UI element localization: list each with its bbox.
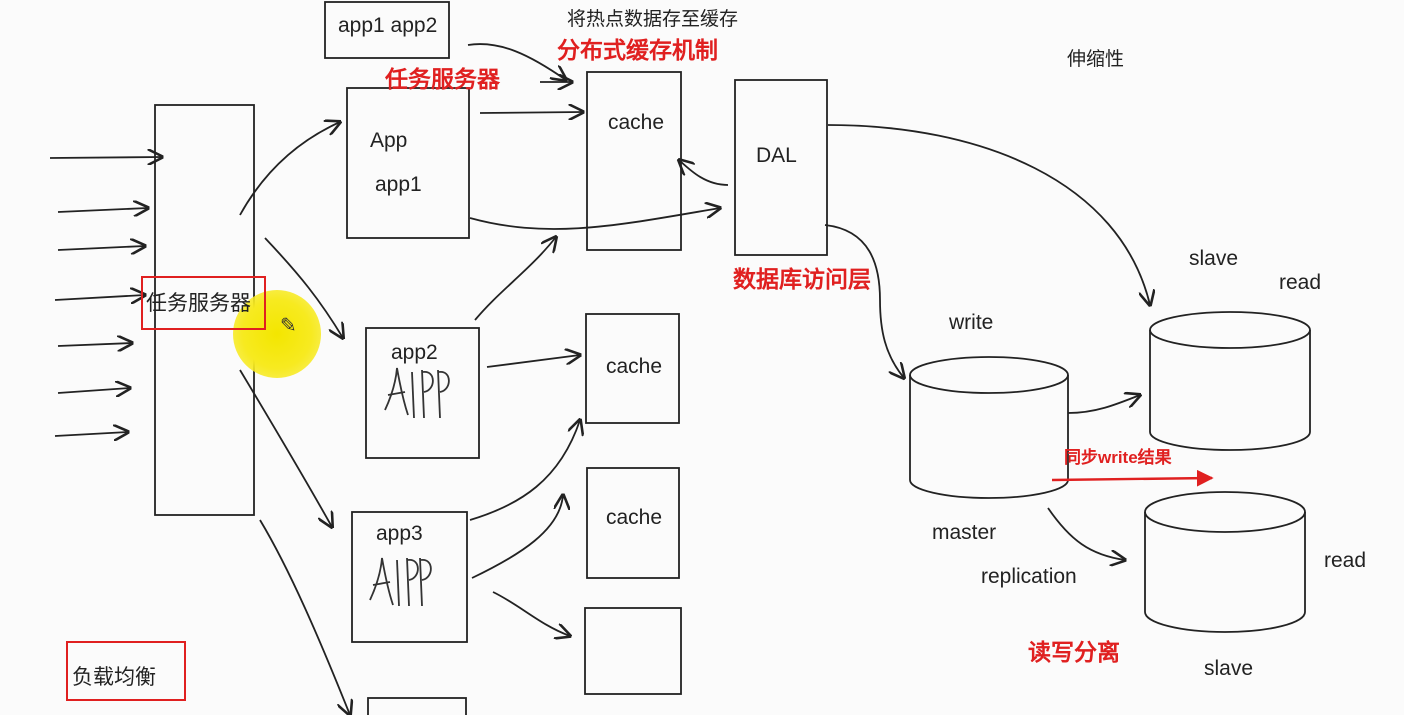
app4-box-partial [367,697,467,715]
replication-label: replication [981,565,1077,588]
write-label: write [949,311,994,334]
load-balance-highlight-box [66,641,186,701]
slave-label-bottom: slave [1204,657,1254,680]
cache-box-1 [586,71,682,251]
cache-box-2 [585,313,680,424]
app3-label: app3 [376,522,423,545]
cache-label-3: cache [606,506,663,529]
cache-label-2: cache [606,355,663,378]
app2-label: app2 [391,341,438,364]
read-label-bottom: read [1324,549,1367,572]
hot-data-cache-label: 将热点数据存至缓存 [567,9,739,30]
read-write-split-label: 读写分离 [1028,639,1120,665]
slave-database-top [1149,311,1311,451]
incoming-request-arrows [49,157,162,436]
cache-box-3 [586,467,680,579]
slave-database-bottom [1144,491,1306,633]
scalability-label: 伸缩性 [1067,49,1125,70]
app2-box [365,327,480,459]
dal-box [734,79,828,256]
task-server-title: 任务服务器 [385,66,500,92]
slave-label-top: slave [1189,247,1239,270]
handwritten-app-scribble-3 [369,557,432,607]
distributed-cache-label: 分布式缓存机制 [557,37,718,63]
app1-label: app1 [375,173,422,196]
task-server-highlight-box [141,276,266,330]
app-label: App [370,129,408,152]
master-database [909,356,1069,499]
load-balance-label: 负载均衡 [72,666,156,689]
connection-arrows [239,43,1150,715]
handwritten-app-scribble-2 [384,367,450,419]
app1-box [346,87,470,239]
dal-label: DAL [756,144,797,167]
read-label-top: read [1279,271,1322,294]
sync-write-result-label: 同步write结果 [1064,448,1172,467]
cache-label-1: cache [608,111,665,134]
cache-box-4 [584,607,682,695]
app1-app2-label: app1 app2 [338,14,438,37]
task-server-label: 任务服务器 [146,292,251,315]
pencil-icon: ✎ [280,315,297,337]
sync-write-arrow [1051,469,1214,487]
app3-box [351,511,468,643]
db-access-layer-label: 数据库访问层 [733,266,871,292]
app1-app2-box [324,1,450,59]
master-label: master [932,521,997,544]
cursor-highlight [233,290,321,378]
